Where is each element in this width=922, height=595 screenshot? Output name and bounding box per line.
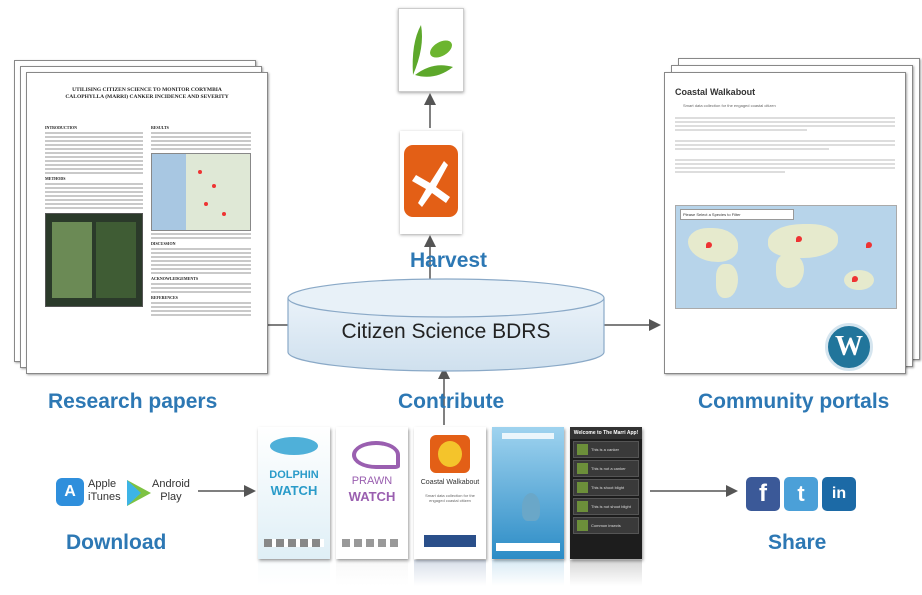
portal-map: Please Select a Species to Filter (675, 205, 897, 309)
dolphin-watch-title-2: WATCH (270, 483, 318, 498)
download-label: Download (66, 531, 167, 554)
play-store-icon[interactable] (124, 478, 154, 508)
apple-itunes-label[interactable]: Apple iTunes (88, 478, 121, 503)
marri-row[interactable]: This is shoot blight (573, 479, 639, 496)
facebook-icon[interactable]: f (746, 477, 780, 511)
paper-left-column: INTRODUCTION METHODS (45, 125, 143, 307)
marri-row[interactable]: This is a canker (573, 441, 639, 458)
android-play-label[interactable]: Android Play (152, 478, 190, 503)
portal-subtitle: Smart data collection for the engaged co… (683, 103, 776, 108)
paper-section-heading: DISCUSSION (151, 241, 176, 246)
cylinder-label: Citizen Science BDRS (341, 320, 551, 343)
app-reflection (492, 560, 564, 586)
research-papers-label: Research papers (48, 390, 218, 413)
paper-map-figure (151, 153, 251, 231)
portal-body-text (675, 115, 895, 175)
wordpress-icon: W (825, 323, 873, 371)
prawn-watch-app: PRAWN WATCH (336, 427, 408, 559)
community-portal: Coastal Walkabout Smart data collection … (664, 72, 906, 374)
bdrs-database-cylinder (287, 278, 605, 372)
portal-title: Coastal Walkabout (675, 87, 756, 97)
marri-app-header: Welcome to The Marri App! (570, 427, 642, 439)
prawn-watch-title-2: WATCH (348, 489, 396, 504)
linkedin-icon[interactable]: in (822, 477, 856, 511)
leaf-logo-tile (398, 8, 464, 92)
app-reflection (336, 560, 408, 586)
app-reflection (414, 560, 486, 586)
harvest-app-tile (400, 131, 462, 234)
community-portals-label: Community portals (698, 390, 890, 413)
paper-section-heading: INTRODUCTION (45, 125, 78, 130)
paper-section-heading: METHODS (45, 176, 66, 181)
harvest-label: Harvest (410, 249, 488, 272)
marri-row[interactable]: This is not a canker (573, 460, 639, 477)
coastal-walkabout-app: Coastal Walkabout Smart data collection … (414, 427, 486, 559)
coastal-walkabout-tagline: Smart data collection for the engaged co… (425, 493, 475, 503)
app-reflection (258, 560, 330, 586)
paper-title: UTILISING CITIZEN SCIENCE TO MONITOR COR… (65, 87, 229, 100)
portal-species-select[interactable]: Please Select a Species to Filter (680, 209, 794, 220)
app-store-icon[interactable]: A (56, 478, 84, 506)
harvest-bird-icon (412, 161, 450, 207)
marri-app: Welcome to The Marri App! This is a cank… (570, 427, 642, 559)
paper-section-heading: RESULTS (151, 125, 169, 130)
contribute-label: Contribute (398, 390, 505, 413)
research-paper: UTILISING CITIZEN SCIENCE TO MONITOR COR… (26, 72, 268, 374)
dolphin-sighting-app (492, 427, 564, 559)
coastal-walkabout-title: Coastal Walkabout (420, 479, 480, 486)
prawn-watch-title-1: PRAWN (351, 475, 393, 487)
marri-row[interactable]: Common insects (573, 517, 639, 534)
paper-section-heading: ACKNOWLEDGEMENTS (151, 276, 199, 281)
paper-right-column: RESULTS DISCUSSION ACKNOWLEDGEMENTS REFE… (151, 125, 251, 318)
twitter-icon[interactable]: t (784, 477, 818, 511)
share-label: Share (768, 531, 827, 554)
leaf-logo-icon (412, 25, 453, 77)
dolphin-watch-title-1: DOLPHIN (269, 469, 319, 481)
app-reflection (570, 560, 642, 586)
dolphin-watch-app: DOLPHIN WATCH (258, 427, 330, 559)
paper-app-screenshot-figure (45, 213, 143, 307)
marri-row[interactable]: This is not shoot blight (573, 498, 639, 515)
paper-section-heading: REFERENCES (151, 295, 178, 300)
